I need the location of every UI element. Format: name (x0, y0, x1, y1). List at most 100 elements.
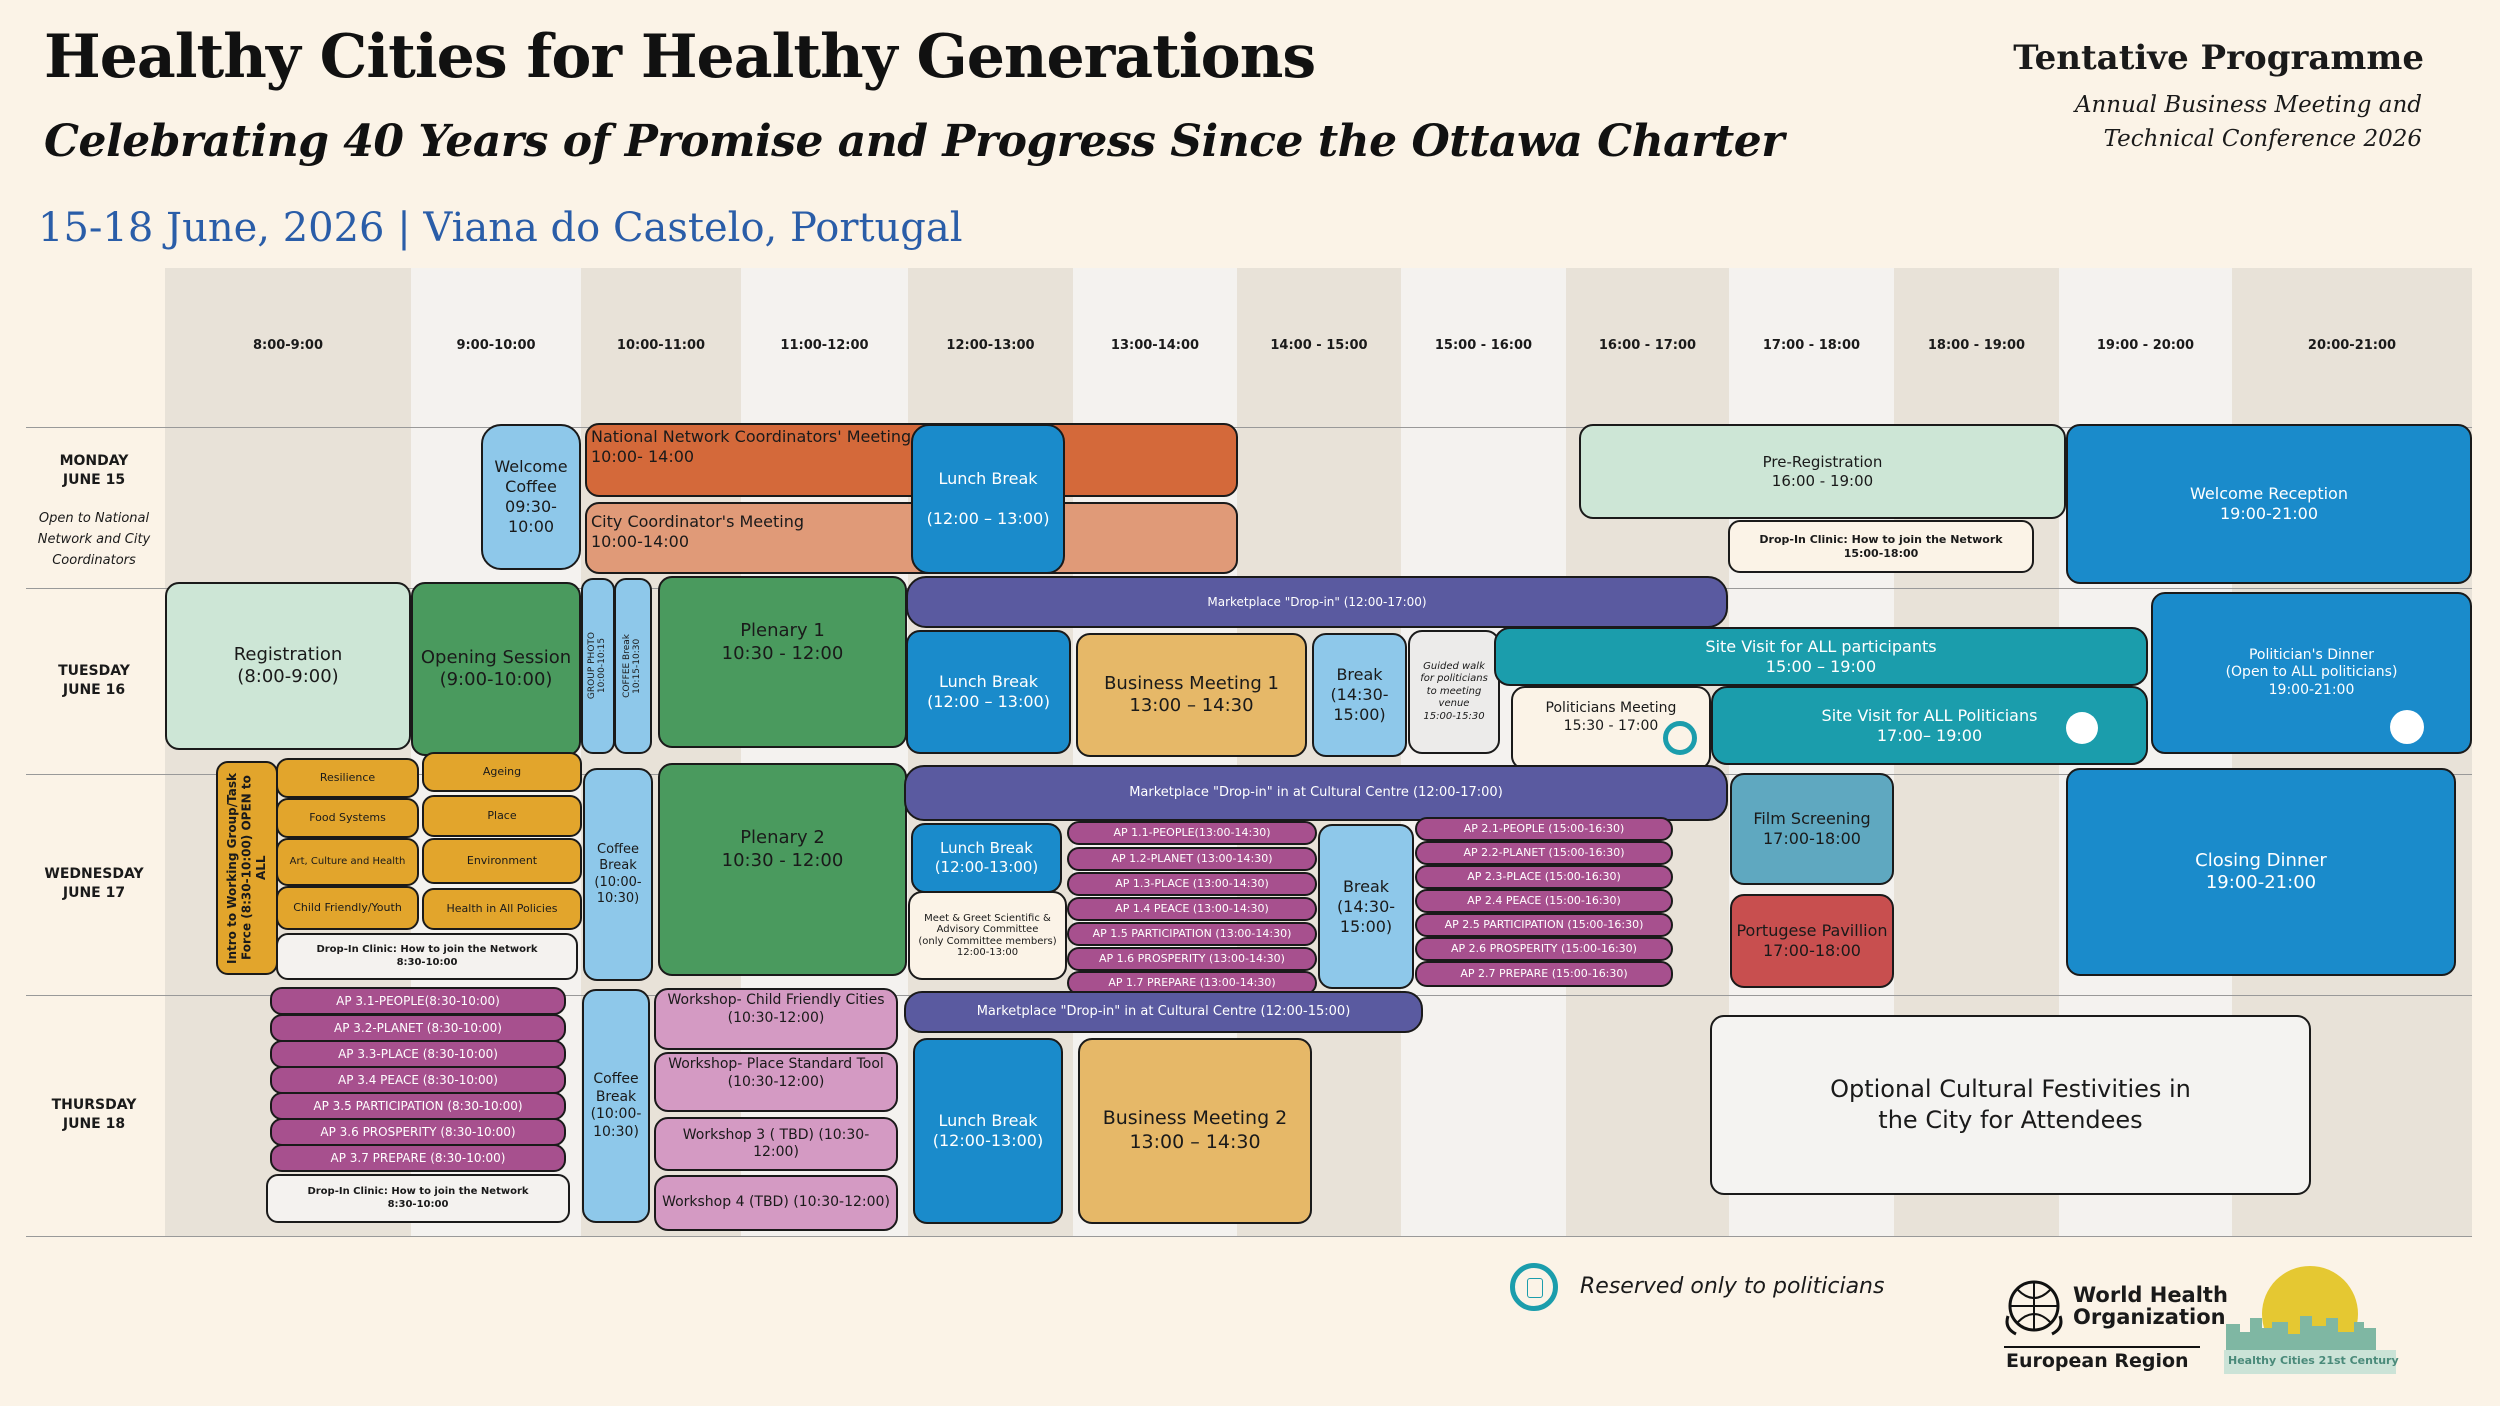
wed-ap2-session[interactable]: AP 2.5 PARTICIPATION (15:00-16:30) (1415, 913, 1673, 937)
thu-workshop[interactable]: Workshop- Child Friendly Cities (10:30-1… (654, 988, 898, 1050)
time-header: 17:00 - 18:00 (1762, 338, 1861, 353)
page-subtitle: Celebrating 40 Years of Promise and Prog… (44, 116, 1784, 167)
thu-ap3-session[interactable]: AP 3.2-PLANET (8:30-10:00) (270, 1014, 566, 1042)
wed-ap2-session[interactable]: AP 2.4 PEACE (15:00-16:30) (1415, 889, 1673, 913)
wed-topic-left[interactable]: Resilience (276, 758, 419, 798)
tue-break[interactable]: Break (14:30- 15:00) (1312, 633, 1407, 757)
thu-cultural-festivities[interactable]: Optional Cultural Festivities in the Cit… (1710, 1015, 2311, 1195)
wed-marketplace[interactable]: Marketplace "Drop-in" in at Cultural Cen… (904, 765, 1728, 821)
wed-topic-right[interactable]: Environment (422, 838, 582, 884)
wed-film-screening[interactable]: Film Screening 17:00-18:00 (1730, 773, 1894, 885)
healthy-cities-logo-icon (2224, 1264, 2396, 1374)
time-header: 15:00 - 16:00 (1434, 338, 1533, 353)
wed-topic-left[interactable]: Child Friendly/Youth (276, 886, 419, 930)
wed-ap1-session[interactable]: AP 1.6 PROSPERITY (13:00-14:30) (1067, 947, 1317, 971)
thu-business-meeting-2[interactable]: Business Meeting 2 13:00 – 14:30 (1078, 1038, 1312, 1224)
wed-topic-left[interactable]: Art, Culture and Health (276, 838, 419, 886)
who-name: World Health Organization (2073, 1283, 2228, 1330)
time-header: 18:00 - 19:00 (1927, 338, 2026, 353)
wed-dropin-clinic[interactable]: Drop-In Clinic: How to join the Network … (276, 933, 578, 980)
thu-coffee-break[interactable]: Coffee Break (10:00- 10:30) (582, 989, 650, 1223)
thu-ap3-session[interactable]: AP 3.1-PEOPLE(8:30-10:00) (270, 987, 566, 1015)
mon-welcome-reception[interactable]: Welcome Reception 19:00-21:00 (2066, 424, 2472, 584)
who-divider (2004, 1346, 2200, 1348)
tue-registration[interactable]: Registration (8:00-9:00) (165, 582, 411, 750)
wed-ap1-session[interactable]: AP 1.5 PARTICIPATION (13:00-14:30) (1067, 922, 1317, 946)
time-header: 13:00-14:00 (1110, 338, 1200, 353)
time-header: 20:00-21:00 (2307, 338, 2397, 353)
row-divider (26, 1236, 2472, 1237)
day-note-monday: Open to National Network and City Coordi… (37, 511, 151, 568)
thu-lunch-break[interactable]: Lunch Break (12:00-13:00) (913, 1038, 1063, 1224)
wed-ap1-session[interactable]: AP 1.3-PLACE (13:00-14:30) (1067, 872, 1317, 896)
wed-topic-right[interactable]: Ageing (422, 752, 582, 792)
thu-workshop[interactable]: Workshop- Place Standard Tool (10:30-12:… (654, 1052, 898, 1112)
wed-topic-left[interactable]: Food Systems (276, 798, 419, 838)
tue-guided-walk[interactable]: Guided walk for politicians to meeting v… (1408, 630, 1500, 754)
day-label-wednesday: WEDNESDAY JUNE 17 (44, 866, 144, 901)
programme-subtitle-line2: Technical Conference 2026 (2103, 126, 2422, 152)
tue-group-photo[interactable]: GROUP PHOTO 10:00-10:15 (581, 578, 615, 754)
wed-ap2-session[interactable]: AP 2.3-PLACE (15:00-16:30) (1415, 865, 1673, 889)
day-label-thursday: THURSDAY JUNE 18 (51, 1097, 137, 1132)
time-header: 19:00 - 20:00 (2096, 338, 2195, 353)
row-divider (26, 427, 2472, 428)
day-label-tuesday: TUESDAY JUNE 16 (58, 663, 130, 698)
wed-intro-working-group[interactable]: Intro to Working Group/Task Force (8:30-… (216, 761, 278, 975)
thu-ap3-session[interactable]: AP 3.7 PREPARE (8:30-10:00) (270, 1144, 566, 1172)
thu-workshop[interactable]: Workshop 4 (TBD) (10:30-12:00) (654, 1175, 898, 1231)
legend-text: Reserved only to politicians (1580, 1274, 1885, 1299)
thu-ap3-session[interactable]: AP 3.3-PLACE (8:30-10:00) (270, 1040, 566, 1068)
politicians-only-marker-icon (2390, 710, 2424, 744)
wed-intro-working-group-label: Intro to Working Group/Task Force (8:30-… (225, 772, 269, 964)
wed-lunch-break[interactable]: Lunch Break (12:00-13:00) (911, 823, 1062, 893)
programme-label: Tentative Programme (2013, 38, 2424, 78)
wed-ap2-session[interactable]: AP 2.7 PREPARE (15:00-16:30) (1415, 961, 1673, 987)
time-header: 10:00-11:00 (616, 338, 706, 353)
wed-topic-right[interactable]: Health in All Policies (422, 888, 582, 930)
wed-break[interactable]: Break (14:30- 15:00) (1318, 824, 1414, 989)
day-label-monday: MONDAY JUNE 15 (59, 453, 129, 488)
tue-marketplace[interactable]: Marketplace "Drop-in" (12:00-17:00) (906, 576, 1728, 628)
date-location: 15-18 June, 2026 | Viana do Castelo, Por… (38, 205, 963, 251)
tue-plenary-1[interactable]: Plenary 1 10:30 - 12:00 (658, 576, 907, 748)
time-header: 8:00-9:00 (252, 338, 324, 353)
time-header: 12:00-13:00 (946, 338, 1035, 353)
wed-plenary-2[interactable]: Plenary 2 10:30 - 12:00 (658, 763, 907, 976)
tue-politicians-dinner[interactable]: Politician's Dinner (Open to ALL politic… (2151, 592, 2472, 754)
tue-group-photo-label: GROUP PHOTO 10:00-10:15 (587, 632, 607, 700)
mon-dropin-clinic[interactable]: Drop-In Clinic: How to join the Network … (1728, 520, 2034, 573)
tue-lunch-break[interactable]: Lunch Break (12:00 – 13:00) (906, 630, 1071, 754)
page-title: Healthy Cities for Healthy Generations (44, 22, 1316, 92)
wed-ap1-session[interactable]: AP 1.1-PEOPLE(13:00-14:30) (1067, 821, 1317, 845)
thu-workshop[interactable]: Workshop 3 ( TBD) (10:30-12:00) (654, 1117, 898, 1171)
wed-ap2-session[interactable]: AP 2.1-PEOPLE (15:00-16:30) (1415, 817, 1673, 841)
wed-ap2-session[interactable]: AP 2.6 PROSPERITY (15:00-16:30) (1415, 937, 1673, 961)
wed-ap2-session[interactable]: AP 2.2-PLANET (15:00-16:30) (1415, 841, 1673, 865)
thu-ap3-session[interactable]: AP 3.6 PROSPERITY (8:30-10:00) (270, 1118, 566, 1146)
tue-coffee-break[interactable]: COFFEE Break 10:15-10:30 (614, 578, 652, 754)
tue-site-visit-all[interactable]: Site Visit for ALL participants 15:00 – … (1494, 627, 2148, 686)
mon-preregistration[interactable]: Pre-Registration 16:00 - 19:00 (1579, 424, 2066, 519)
wed-topic-right[interactable]: Place (422, 795, 582, 837)
wed-ap1-session[interactable]: AP 1.2-PLANET (13:00-14:30) (1067, 847, 1317, 871)
time-header: 14:00 - 15:00 (1270, 338, 1368, 353)
time-header: 16:00 - 17:00 (1598, 338, 1697, 353)
wed-portuguese-pavillion[interactable]: Portugese Pavillion 17:00-18:00 (1730, 894, 1894, 988)
mon-welcome-coffee[interactable]: Welcome Coffee 09:30-10:00 (481, 424, 581, 570)
tue-opening-session[interactable]: Opening Session (9:00-10:00) (411, 582, 581, 756)
thu-ap3-session[interactable]: AP 3.4 PEACE (8:30-10:00) (270, 1066, 566, 1094)
reserved-politicians-legend-icon (1510, 1263, 1558, 1311)
tue-business-meeting-1[interactable]: Business Meeting 1 13:00 – 14:30 (1076, 633, 1307, 757)
thu-dropin-clinic[interactable]: Drop-In Clinic: How to join the Network … (266, 1174, 570, 1223)
wed-closing-dinner[interactable]: Closing Dinner 19:00-21:00 (2066, 768, 2456, 976)
wed-coffee-break[interactable]: Coffee Break (10:00- 10:30) (583, 768, 653, 981)
who-emblem-icon (2000, 1276, 2070, 1342)
mon-lunch-break[interactable]: Lunch Break (12:00 – 13:00) (911, 424, 1065, 574)
wed-meet-greet[interactable]: Meet & Greet Scientific & Advisory Commi… (908, 891, 1067, 980)
healthy-cities-label: Healthy Cities 21st Century (2228, 1354, 2399, 1367)
wed-ap1-session[interactable]: AP 1.4 PEACE (13:00-14:30) (1067, 897, 1317, 921)
thu-ap3-session[interactable]: AP 3.5 PARTICIPATION (8:30-10:00) (270, 1092, 566, 1120)
politicians-only-marker-icon (2066, 712, 2098, 744)
thu-marketplace[interactable]: Marketplace "Drop-in" in at Cultural Cen… (904, 991, 1423, 1033)
